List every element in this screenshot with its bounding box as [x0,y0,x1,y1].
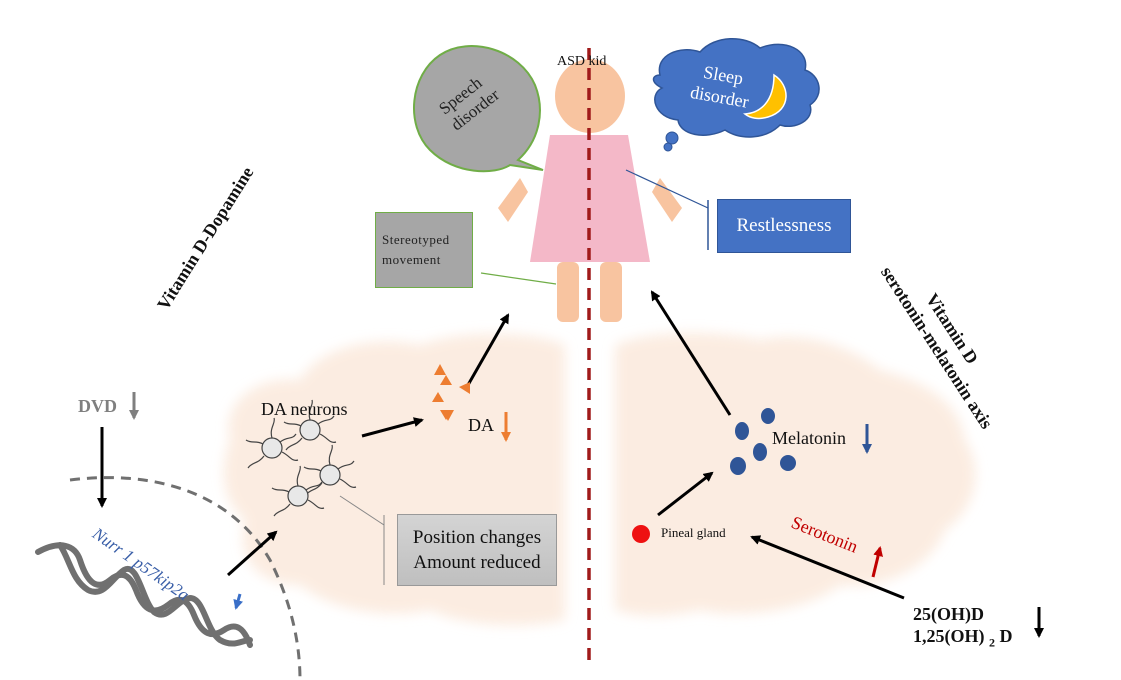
restlessness-label: Restlessness [736,215,832,236]
dopamine-molecules-icon [432,364,470,421]
neuron-effect-connector [339,495,385,526]
arrow-da-to-child [466,313,510,386]
da-neurons-icon [245,399,357,517]
moon-icon [743,73,787,120]
dvd-label: DVD [78,396,117,416]
vitd-line2-pre: 1,25(OH) [913,626,985,646]
stereotyped-movement-box: Stereotyped movement [375,212,473,288]
effect-line-2: Amount reduced [413,552,541,573]
stereotyped-connector [480,272,557,285]
gene-down-arrow-icon [233,593,244,610]
stereotyped-line-2: movement [382,252,441,267]
speech-disorder-bubble [413,45,544,173]
arrow-pineal-to-melatonin [657,471,714,517]
stereotyped-line-1: Stereotyped [382,232,450,247]
sleep-disorder-cloud [652,37,820,152]
asd-kid-label: ASD kid [557,54,607,69]
brain-right-half [615,333,976,616]
effect-line-1: Position changes [412,527,542,548]
vitd-25oh-label: 25(OH)D [913,604,984,624]
da-label: DA [468,415,494,435]
melatonin-molecules-icon [730,408,796,475]
restlessness-connector [625,169,709,209]
pineal-gland-icon [632,525,650,543]
arrow-vitd-to-pineal [750,535,905,600]
dna-helix-icon [35,542,253,648]
vitamin-d-levels-label: 25(OH)D 1,25(OH) 2 D [913,603,1013,654]
serotonin-up-arrow-icon [871,546,883,578]
arrow-neurons-to-da [361,417,424,438]
vitd-line2-post: D [999,626,1013,646]
arrow-genes-to-neurons [226,530,278,577]
da-neurons-label: DA neurons [261,399,348,419]
restlessness-box: Restlessness [717,199,851,253]
vitd-line2-sub: 2 [989,635,995,650]
nucleus-membrane-arc [69,476,302,680]
pineal-gland-label: Pineal gland [661,525,726,540]
vitd-125oh2-label: 1,25(OH) 2 D [913,625,1013,654]
da-neuron-effect-box: Position changes Amount reduced [397,514,557,586]
arrow-melatonin-to-child [650,290,732,416]
melatonin-label: Melatonin [772,428,846,448]
